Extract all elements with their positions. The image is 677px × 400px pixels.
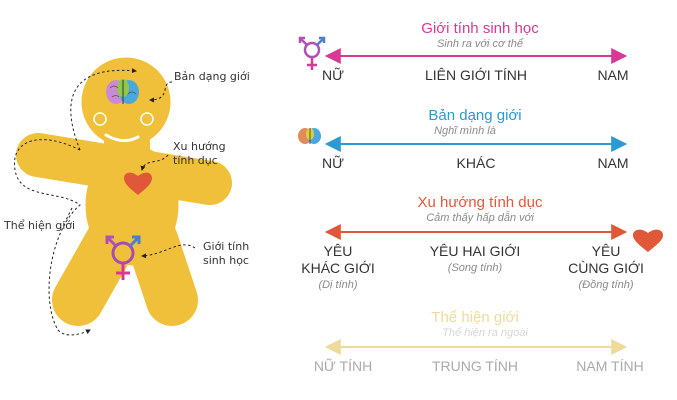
scale-title-gender-identity: Bản dạng giới bbox=[428, 107, 522, 124]
scale-subtitle: Thể hiện ra ngoài bbox=[442, 327, 528, 339]
figure-label-biological-line1: Giới tính bbox=[203, 240, 250, 253]
middle-label-note: (Song tính) bbox=[447, 262, 503, 274]
scale-right-label: NAM bbox=[597, 155, 629, 171]
right-eye-icon bbox=[140, 112, 154, 126]
right-label-note: (Đồng tính) bbox=[578, 279, 634, 291]
scale-middle-label: TRUNG TÍNH bbox=[431, 358, 519, 374]
scale-title-biological-sex: Giới tính sinh học bbox=[421, 20, 539, 37]
scale-left-label: NỮ bbox=[321, 67, 345, 83]
scale-right-label: NAM TÍNH bbox=[576, 358, 644, 374]
figure-label-biological-line2: sinh học bbox=[203, 254, 249, 267]
scale-middle-label: KHÁC bbox=[456, 155, 496, 171]
scale-middle-label: LIÊN GIỚI TÍNH bbox=[425, 67, 527, 83]
scale-left-label: YÊU KHÁC GIỚI (Dị tính) bbox=[301, 243, 374, 294]
scale-subtitle: Sinh ra với cơ thể bbox=[436, 38, 524, 50]
scale-subtitle: Cảm thấy hấp dẫn với bbox=[426, 212, 534, 224]
figure-label-orientation-line2: tính dục bbox=[173, 154, 218, 167]
middle-label-text: YÊU HAI GIỚI bbox=[429, 243, 521, 259]
left-eye-icon bbox=[93, 112, 107, 126]
left-label-line1: YÊU bbox=[323, 243, 353, 259]
scale-subtitle: Nghĩ mình là bbox=[434, 125, 496, 137]
figure-label-orientation-line1: Xu hướng bbox=[173, 140, 226, 153]
scale-left-label: NỮ TÍNH bbox=[313, 358, 373, 374]
right-label-line2: CÙNG GIỚI bbox=[568, 260, 644, 276]
transgender-symbol-icon bbox=[105, 235, 141, 280]
brain-icon bbox=[106, 79, 139, 104]
dashed-pointers bbox=[13, 68, 196, 336]
scale-title-gender-expression: Thể hiện giới bbox=[431, 309, 519, 326]
scale-right-label: NAM bbox=[597, 67, 629, 83]
left-label-note: (Dị tính) bbox=[318, 279, 358, 291]
figure-label-gender-expression: Thể hiện giới bbox=[4, 219, 76, 232]
smile-icon bbox=[104, 133, 140, 142]
heart-icon bbox=[633, 229, 663, 252]
scale-left-label: NỮ bbox=[321, 155, 345, 171]
transgender-symbol-icon bbox=[298, 36, 326, 70]
scale-middle-label: YÊU HAI GIỚI (Song tính) bbox=[430, 243, 521, 277]
heart-icon bbox=[124, 172, 152, 195]
scale-right-label: YÊU CÙNG GIỚI (Đồng tính) bbox=[568, 243, 644, 294]
right-label-line1: YÊU bbox=[591, 243, 621, 259]
scale-title-sexual-orientation: Xu hướng tính dục bbox=[417, 194, 543, 211]
brain-icon bbox=[298, 128, 321, 144]
left-label-line2: KHÁC GIỚI bbox=[301, 260, 375, 276]
figure-label-gender-identity: Bản dạng giới bbox=[174, 70, 250, 83]
